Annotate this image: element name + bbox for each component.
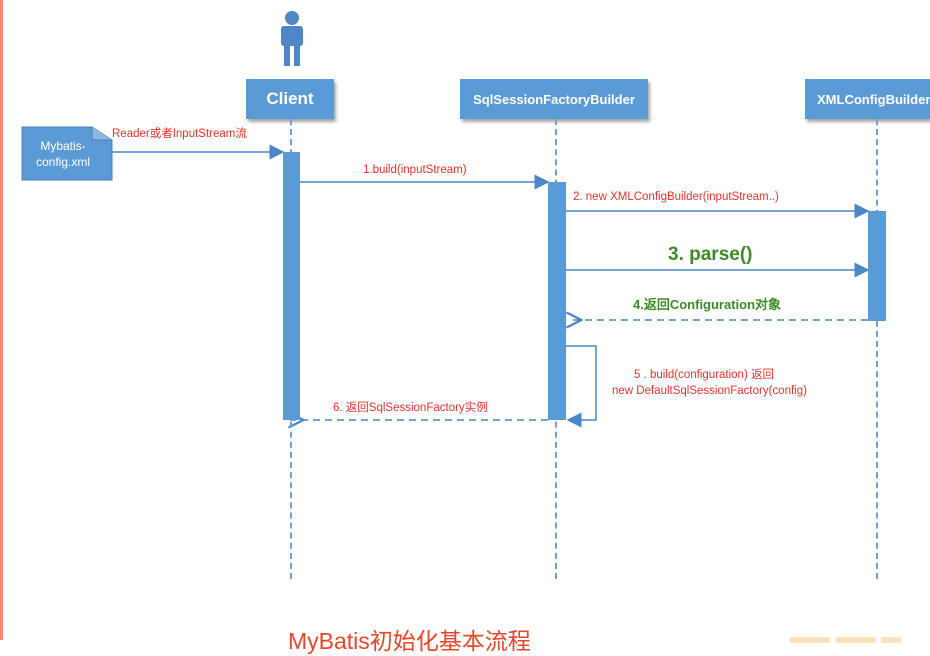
label-self-build-line1: 5 . build(configuration) 返回 [634, 369, 774, 381]
actor-icon [281, 11, 303, 66]
lifeline-xmlconfigbuilder [876, 119, 878, 579]
label-build-inputstream: 1.build(inputStream) [363, 164, 467, 176]
diagram-title: MyBatis初始化基本流程 [288, 628, 531, 654]
label-return-sqlsessionfactory: 6. 返回SqlSessionFactory实例 [333, 402, 488, 414]
label-self-build-line2: new DefaultSqlSessionFactory(config) [612, 385, 807, 397]
arrow-self-build-configuration [566, 345, 597, 428]
label-parse: 3. parse() [668, 244, 753, 265]
config-xml-document: Mybatis- config.xml [22, 138, 104, 170]
participant-sqlsessionfactorybuilder: SqlSessionFactoryBuilder [460, 79, 648, 119]
activation-xmlconfigbuilder [868, 211, 886, 321]
config-xml-line1: Mybatis- [40, 139, 86, 153]
watermark-decoration: ▬▬ ▬▬ ▬ [790, 626, 902, 648]
participant-client: Client [246, 79, 334, 119]
diagram-canvas [21, 11, 870, 640]
config-xml-line2: config.xml [35, 155, 91, 169]
config-xml-document-shape [21, 126, 113, 181]
label-return-configuration: 4.返回Configuration对象 [633, 297, 782, 312]
activation-client [283, 152, 300, 420]
label-new-xmlconfigbuilder: 2. new XMLConfigBuilder(inputStream..) [573, 191, 779, 203]
left-edge-stripe [0, 0, 3, 640]
label-reader-stream: Reader或者InputStream流 [112, 128, 247, 140]
activation-sqlsessionfactorybuilder [548, 182, 566, 420]
participant-xmlconfigbuilder: XMLConfigBuilder [805, 79, 930, 119]
